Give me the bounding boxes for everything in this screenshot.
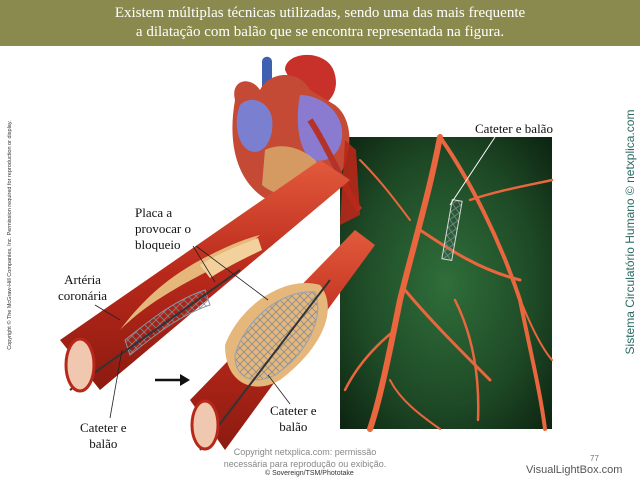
catheter-label-left-line-2: balão [89,436,118,451]
catheter-label-middle: Cateter e balão [270,403,317,435]
catheter-label-angiogram: Cateter e balão [475,121,553,136]
plaque-label-line-2: provocar o [135,221,191,236]
plaque-label: Placa a provocar o bloqueio [135,205,191,253]
artery-label-line-1: Artéria [64,272,101,287]
plaque-label-line-3: bloqueio [135,237,181,252]
copyright-vertical: Copyright © The McGraw-Hill Companies, I… [7,120,13,350]
banner-line-2: a dilatação com balão que se encontra re… [135,24,505,40]
title-banner: Existem múltiplas técnicas utilizadas, s… [0,0,640,46]
artery-label-line-2: coronária [58,288,108,303]
plaque-label-line-1: Placa a [135,205,173,220]
watermark-link[interactable]: VisualLightBox.com [526,464,623,476]
angioplasty-illustration [60,54,554,451]
progression-arrow [155,374,190,386]
banner-line-1: Existem múltiplas técnicas utilizadas, s… [114,5,526,21]
brand-vertical: Sistema Circulatório Humano © netxplica.… [623,109,637,355]
leader-lines [94,245,291,419]
footer-copyright-line-1: Copyright netxplica.com: permissão [233,447,377,457]
zoom-beam [340,140,360,225]
artery-label: Artéria coronária [58,272,107,304]
footer-copyright: Copyright netxplica.com: permissão neces… [205,446,405,470]
artery-cross-section-upper [60,160,350,393]
catheter-label-middle-line-1: Cateter e [270,403,317,418]
catheter-label-left-line-1: Cateter e [80,420,127,435]
photo-credit: © Sovereign/TSM/Phototake [265,470,354,477]
artery-cross-section-lower [190,230,375,451]
page-number: 77 [590,454,599,463]
catheter-label-middle-line-2: balão [279,419,308,434]
footer-copyright-line-2: necessária para reprodução ou exibição. [223,459,387,469]
catheter-label-left: Cateter e balão [80,420,127,452]
angiogram-photo [340,134,554,432]
